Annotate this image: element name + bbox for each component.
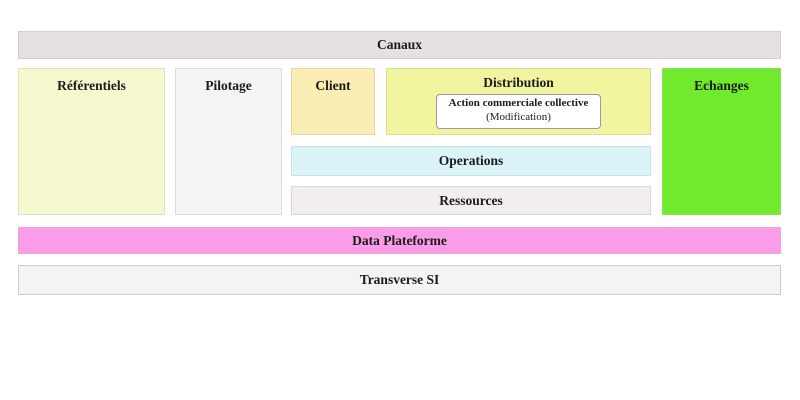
distribution-label: Distribution	[483, 75, 554, 90]
data-plateforme-label: Data Plateforme	[352, 232, 447, 248]
distribution-box: Distribution Action commerciale collecti…	[386, 68, 651, 135]
action-commerciale-subtitle: (Modification)	[486, 110, 551, 123]
canaux-bar: Canaux	[18, 31, 781, 59]
pilotage-box: Pilotage	[175, 68, 282, 215]
echanges-box: Echanges	[662, 68, 781, 215]
action-commerciale-callout: Action commerciale collective (Modificat…	[435, 94, 602, 129]
operations-label: Operations	[438, 153, 504, 168]
canaux-label: Canaux	[376, 37, 422, 52]
operations-bar: Operations	[291, 146, 651, 176]
pilotage-label: Pilotage	[205, 78, 252, 93]
data-plateforme-bar: Data Plateforme	[18, 227, 781, 254]
client-box: Client	[291, 68, 375, 135]
transverse-si-label: Transverse SI	[359, 272, 440, 287]
transverse-si-bar: Transverse SI	[18, 265, 781, 295]
referentiels-label: Référentiels	[57, 78, 126, 93]
echanges-label: Echanges	[694, 78, 749, 93]
ressources-label: Ressources	[439, 192, 503, 208]
referentiels-box: Référentiels	[18, 68, 165, 215]
ressources-bar: Ressources	[291, 186, 651, 215]
action-commerciale-title: Action commerciale collective	[448, 97, 589, 109]
client-label: Client	[315, 78, 351, 93]
